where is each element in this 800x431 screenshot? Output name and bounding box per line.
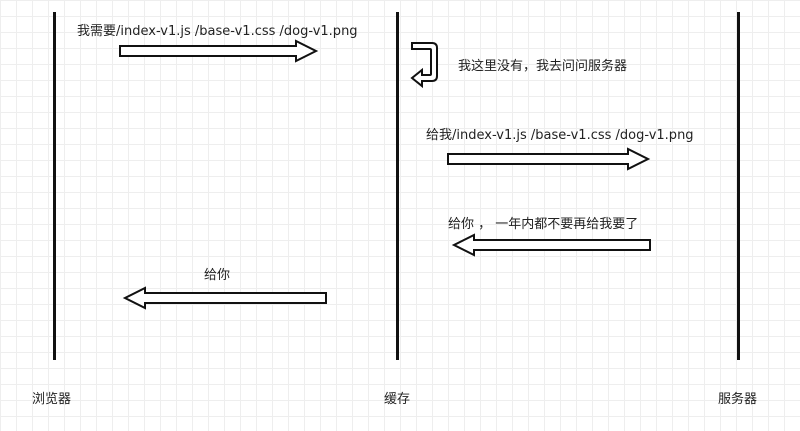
forward-arrow [447,147,651,171]
cache-lifeline [396,12,399,360]
cache-miss-loop-arrow [410,42,438,89]
server-label: 服务器 [718,392,758,407]
server-reply-arrow [451,233,651,257]
request-arrow [119,39,319,63]
browser-label: 浏览器 [32,392,72,407]
request-label: 我需要/index-v1.js /base-v1.css /dog-v1.png [77,24,358,39]
forward-label: 给我/index-v1.js /base-v1.css /dog-v1.png [426,128,694,143]
cache-miss-label: 我这里没有，我去问问服务器 [458,59,628,74]
cache-label: 缓存 [384,392,411,407]
browser-lifeline [53,12,56,360]
cache-reply-label: 给你 [204,268,231,283]
server-reply-label: 给你 ， 一年内都不要再给我要了 [448,217,639,232]
cache-reply-arrow [122,286,327,310]
server-lifeline [737,12,740,360]
